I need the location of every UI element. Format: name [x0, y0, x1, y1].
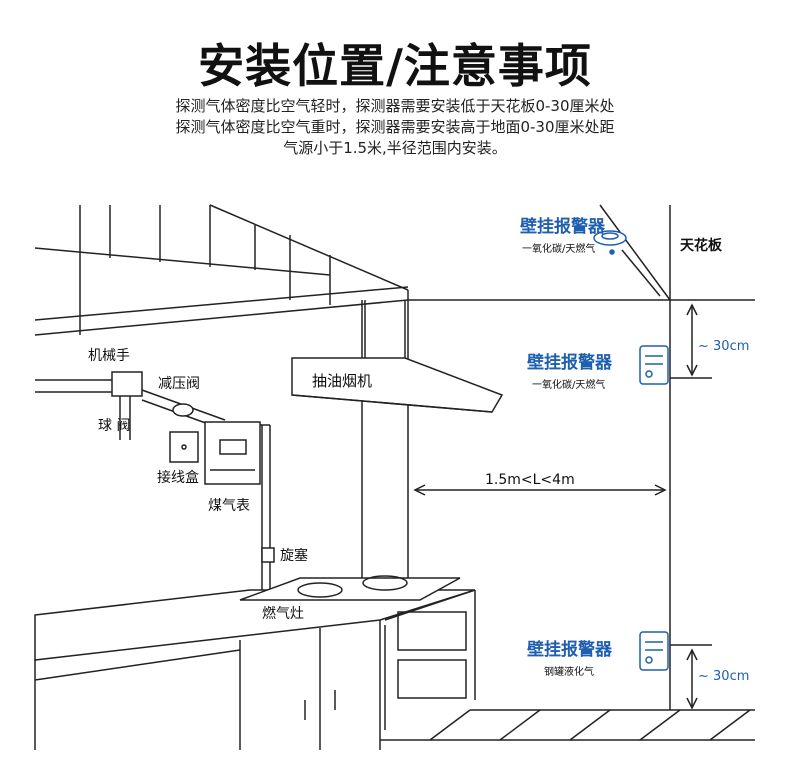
instruction-line-3: 气源小于1.5米,半径范围内安装。 — [283, 139, 507, 157]
instruction-line-1: 探测气体密度比空气轻时，探测器需要安装低于天花板0-30厘米处 — [175, 97, 615, 115]
stove-label: 燃气灶 — [262, 605, 304, 622]
range-hood — [291, 300, 504, 413]
wall-detector-top-icon — [639, 345, 669, 385]
gas-stove — [239, 575, 461, 601]
alarm-wall-bottom-title: 壁挂报警器 — [527, 639, 613, 660]
pressure-valve-label: 减压阀 — [158, 376, 200, 392]
plug-label: 旋塞 — [280, 547, 308, 564]
floor — [380, 709, 755, 741]
junction-box-label: 接线盒 — [157, 469, 199, 486]
junction-box — [169, 431, 199, 463]
alarm-wall-top-title: 壁挂报警器 — [527, 352, 613, 373]
wall-detector-bottom-icon — [639, 631, 669, 671]
ball-valve-label: 球 阀 — [98, 418, 130, 434]
hood-label: 抽油烟机 — [312, 372, 372, 390]
distance-horizontal-label: 1.5m<L<4m — [485, 472, 575, 488]
bottom-distance-arrow — [670, 644, 712, 710]
distance-top-label: ~ 30cm — [698, 339, 749, 354]
gas-meter — [204, 421, 261, 485]
upper-cabinets — [34, 204, 409, 600]
instructions: 探测气体密度比空气轻时，探测器需要安装低于天花板0-30厘米处 探测气体密度比空… — [0, 96, 790, 159]
top-distance-arrow — [670, 303, 712, 379]
alarm-ceiling-title: 壁挂报警器 — [520, 216, 606, 237]
distance-arrow — [413, 484, 667, 496]
alarm-wall-bottom-gas: 钢罐液化气 — [544, 665, 594, 678]
alarm-ceiling-gas: 一氧化碳/天燃气 — [522, 242, 595, 255]
alarm-wall-top-gas: 一氧化碳/天燃气 — [532, 378, 605, 391]
ceiling-detector-icon — [593, 230, 627, 255]
kitchen-counter — [34, 589, 476, 750]
gas-piping — [35, 371, 275, 590]
gas-meter-label: 煤气表 — [208, 498, 250, 514]
instruction-line-2: 探测气体密度比空气重时，探测器需要安装高于地面0-30厘米处距 — [175, 118, 615, 136]
ceiling-label: 天花板 — [680, 237, 723, 254]
manipulator-label: 机械手 — [88, 348, 130, 364]
room-walls — [408, 204, 755, 710]
page-title: 安装位置/注意事项 — [198, 39, 592, 93]
distance-bottom-label: ~ 30cm — [698, 669, 749, 684]
